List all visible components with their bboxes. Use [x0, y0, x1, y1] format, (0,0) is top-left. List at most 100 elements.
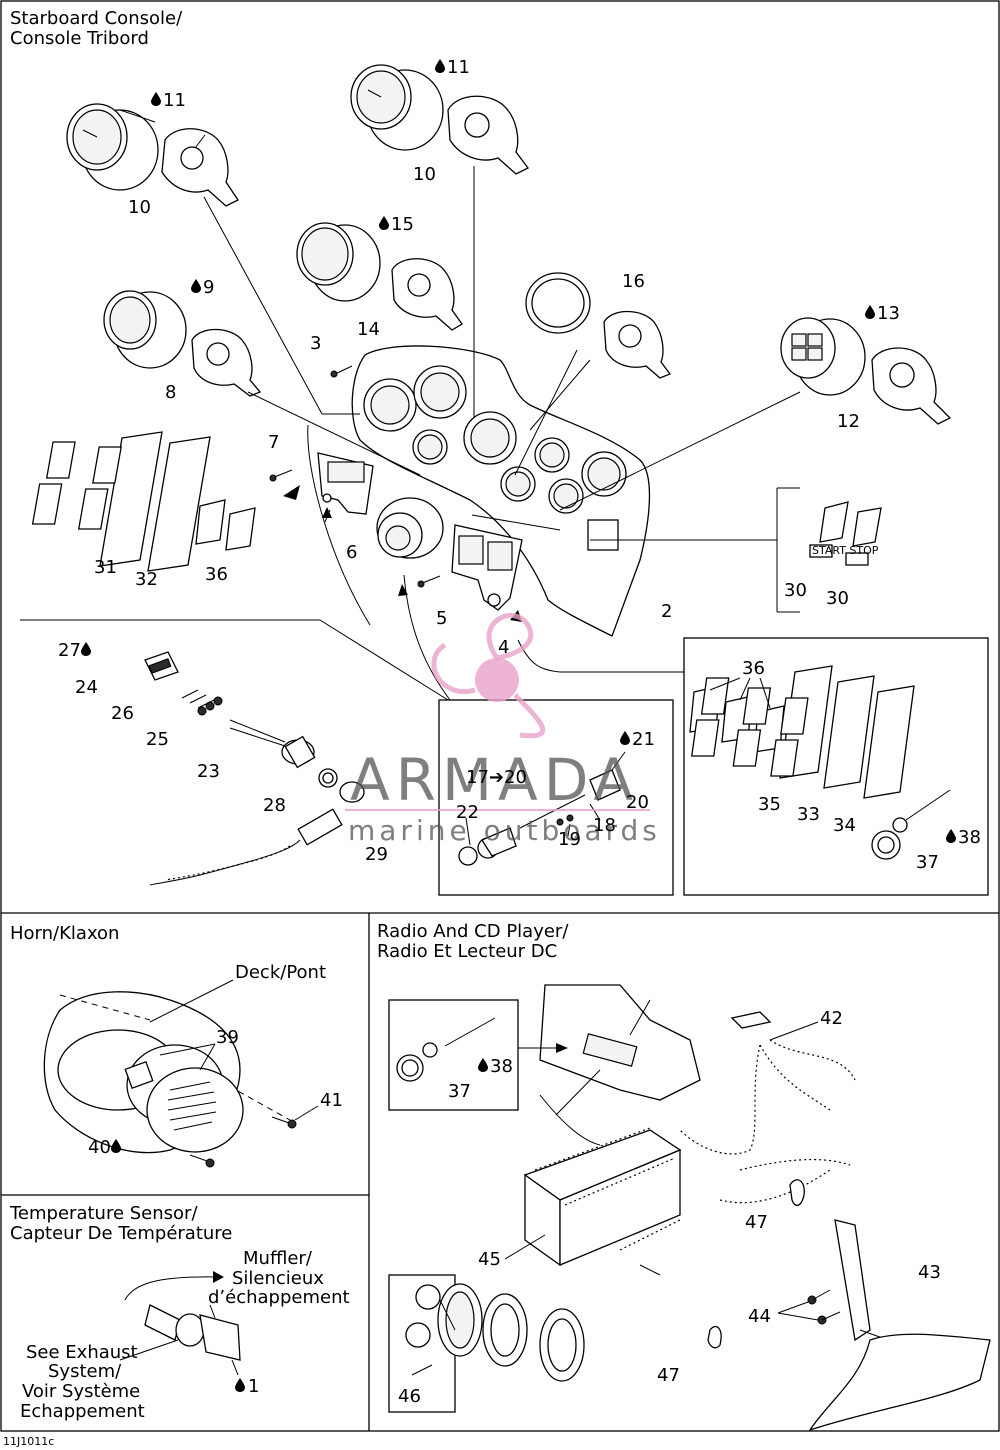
gauge-ring-16: [525, 272, 591, 334]
callout-44: 44: [748, 1306, 771, 1327]
callout-34: 34: [833, 815, 856, 836]
callout-40: 40: [88, 1137, 111, 1158]
callout-1: 1: [248, 1376, 259, 1397]
oil-drop-icon: [235, 1378, 245, 1392]
callout-14: 14: [357, 319, 380, 340]
inset-box-b: [683, 637, 989, 896]
callout-10-left: 10: [128, 197, 151, 218]
callout-36-left: 36: [205, 564, 228, 585]
radio-leaders: [439, 1043, 661, 1331]
callout-19: 19: [558, 829, 581, 850]
horn-title: Horn/Klaxon: [10, 923, 119, 944]
lanyard-29: [149, 781, 365, 886]
callout-27: 27: [58, 640, 81, 661]
callout-26: 26: [111, 703, 134, 724]
callout-16: 16: [622, 271, 645, 292]
screw-7: [269, 469, 293, 482]
gauge-bracket-16: [603, 310, 672, 379]
label-exhaust-4: Echappement: [20, 1401, 145, 1422]
oil-drop-icon: [151, 92, 161, 106]
callout-32: 32: [135, 569, 158, 590]
label-muffler-2: Silencieux: [232, 1268, 324, 1289]
radio-harness-42: [679, 1011, 856, 1204]
callout-7: 7: [268, 432, 279, 453]
callout-10-top: 10: [413, 164, 436, 185]
gauge-bracket-15: [391, 258, 463, 331]
callout-15: 15: [391, 214, 414, 235]
inset-a-parts: [458, 751, 626, 866]
oil-drop-icon: [81, 642, 91, 656]
screws-44: [777, 1289, 841, 1325]
callout-4: 4: [498, 637, 509, 658]
callout-36-right: 36: [742, 658, 765, 679]
oil-drop-icon: [946, 829, 956, 843]
callout-22: 22: [456, 802, 479, 823]
callout-21: 21: [632, 729, 655, 750]
nut-28: [318, 768, 338, 788]
rocker-caps-36-left: [195, 499, 256, 551]
callout-33: 33: [797, 804, 820, 825]
gauge-bracket-13: [871, 347, 952, 425]
radio-45: [523, 1127, 682, 1267]
callout-17-20: 17➔20: [466, 767, 527, 788]
horn-39: [124, 1044, 244, 1153]
inset-b-parts: [689, 665, 951, 860]
callout-38-a: 38: [958, 827, 981, 848]
speaker: [437, 1283, 585, 1382]
callout-31: 31: [94, 557, 117, 578]
bracket-43: [808, 1219, 991, 1432]
oil-drop-icon: [191, 279, 201, 293]
label-exhaust-2: System/: [48, 1361, 122, 1382]
label-muffler-3: d’échappement: [208, 1287, 350, 1308]
callout-25: 25: [146, 729, 169, 750]
switch-module-32: [77, 436, 211, 572]
gauge-15: [296, 222, 381, 302]
armada-watermark: ARMADA marine outboards: [345, 613, 661, 847]
callout-37-a: 37: [916, 852, 939, 873]
switch-plate-4: [451, 524, 523, 611]
label-exhaust-3: Voir Système: [22, 1381, 140, 1402]
radio-title-2: Radio Et Lecteur DC: [377, 941, 557, 962]
callout-11-top: 11: [447, 57, 470, 78]
horn-screws: [189, 1116, 297, 1168]
gauge-left: [66, 103, 159, 191]
oil-drop-icon: [435, 59, 445, 73]
start-stop-label: START STOP: [812, 544, 879, 557]
callout-35: 35: [758, 794, 781, 815]
callout-24: 24: [75, 677, 98, 698]
propeller-hub-icon: [475, 658, 519, 702]
callout-38-b: 38: [490, 1056, 513, 1077]
temperature-title-2: Capteur De Température: [10, 1223, 232, 1244]
callout-9: 9: [203, 277, 214, 298]
callout-30-a: 30: [784, 580, 807, 601]
callout-11-left: 11: [163, 90, 186, 111]
callout-30-b: 30: [826, 588, 849, 609]
callout-46: 46: [398, 1386, 421, 1407]
callout-6: 6: [346, 542, 357, 563]
callout-29: 29: [365, 844, 388, 865]
temperature-title-1: Temperature Sensor/: [9, 1203, 198, 1224]
callout-3: 3: [310, 333, 321, 354]
switches-30: START STOP: [809, 501, 882, 566]
key-switch-boss: [376, 497, 444, 559]
gauge-9: [103, 290, 187, 369]
callout-12: 12: [837, 411, 860, 432]
label-exhaust-1: See Exhaust: [26, 1342, 138, 1363]
watermark-tagline: marine outboards: [348, 814, 661, 847]
callout-28: 28: [263, 795, 286, 816]
callout-45: 45: [478, 1249, 501, 1270]
callout-37-b: 37: [448, 1081, 471, 1102]
gauge-bracket-top: [447, 95, 529, 175]
label-deck: Deck/Pont: [235, 962, 326, 983]
switch-plate-6: [317, 452, 374, 515]
callout-13: 13: [877, 303, 900, 324]
starboard-console-title-1: Starboard Console/: [10, 8, 183, 29]
callout-39: 39: [216, 1027, 239, 1048]
oil-drop-icon: [620, 731, 630, 745]
callout-18: 18: [593, 815, 616, 836]
switch-module-31: [31, 431, 163, 567]
gauge-bracket-left: [161, 128, 239, 207]
label-muffler-1: Muffler/: [243, 1248, 313, 1269]
oil-drop-icon: [478, 1058, 488, 1072]
